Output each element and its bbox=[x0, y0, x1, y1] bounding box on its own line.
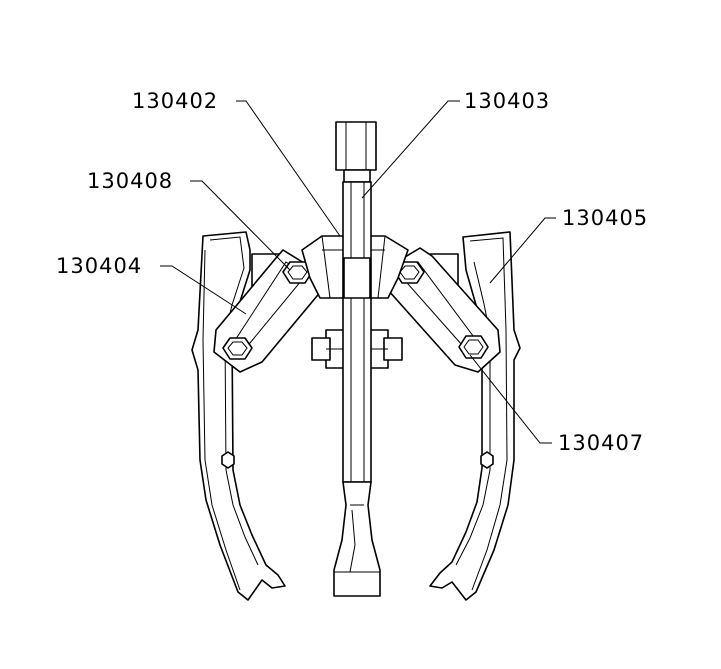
left-jaw-bolt-hole bbox=[221, 451, 235, 469]
screw-tip bbox=[333, 481, 381, 597]
right-jaw bbox=[429, 231, 521, 601]
callout-130402: 130402 bbox=[132, 89, 218, 113]
leader-lines bbox=[160, 100, 556, 444]
callout-130408: 130408 bbox=[87, 169, 173, 193]
callout-130403: 130403 bbox=[464, 89, 550, 113]
callout-130404: 130404 bbox=[56, 254, 142, 278]
callout-130407: 130407 bbox=[558, 431, 644, 455]
right-jaw-bolt-hole bbox=[480, 451, 494, 469]
callout-130405: 130405 bbox=[562, 206, 648, 230]
left-link-arm bbox=[213, 249, 323, 373]
forcing-screw bbox=[333, 121, 381, 597]
right-lower-hex-bolt bbox=[458, 335, 489, 359]
left-lower-hex-bolt bbox=[222, 337, 253, 360]
screw-hex-head bbox=[335, 121, 377, 171]
